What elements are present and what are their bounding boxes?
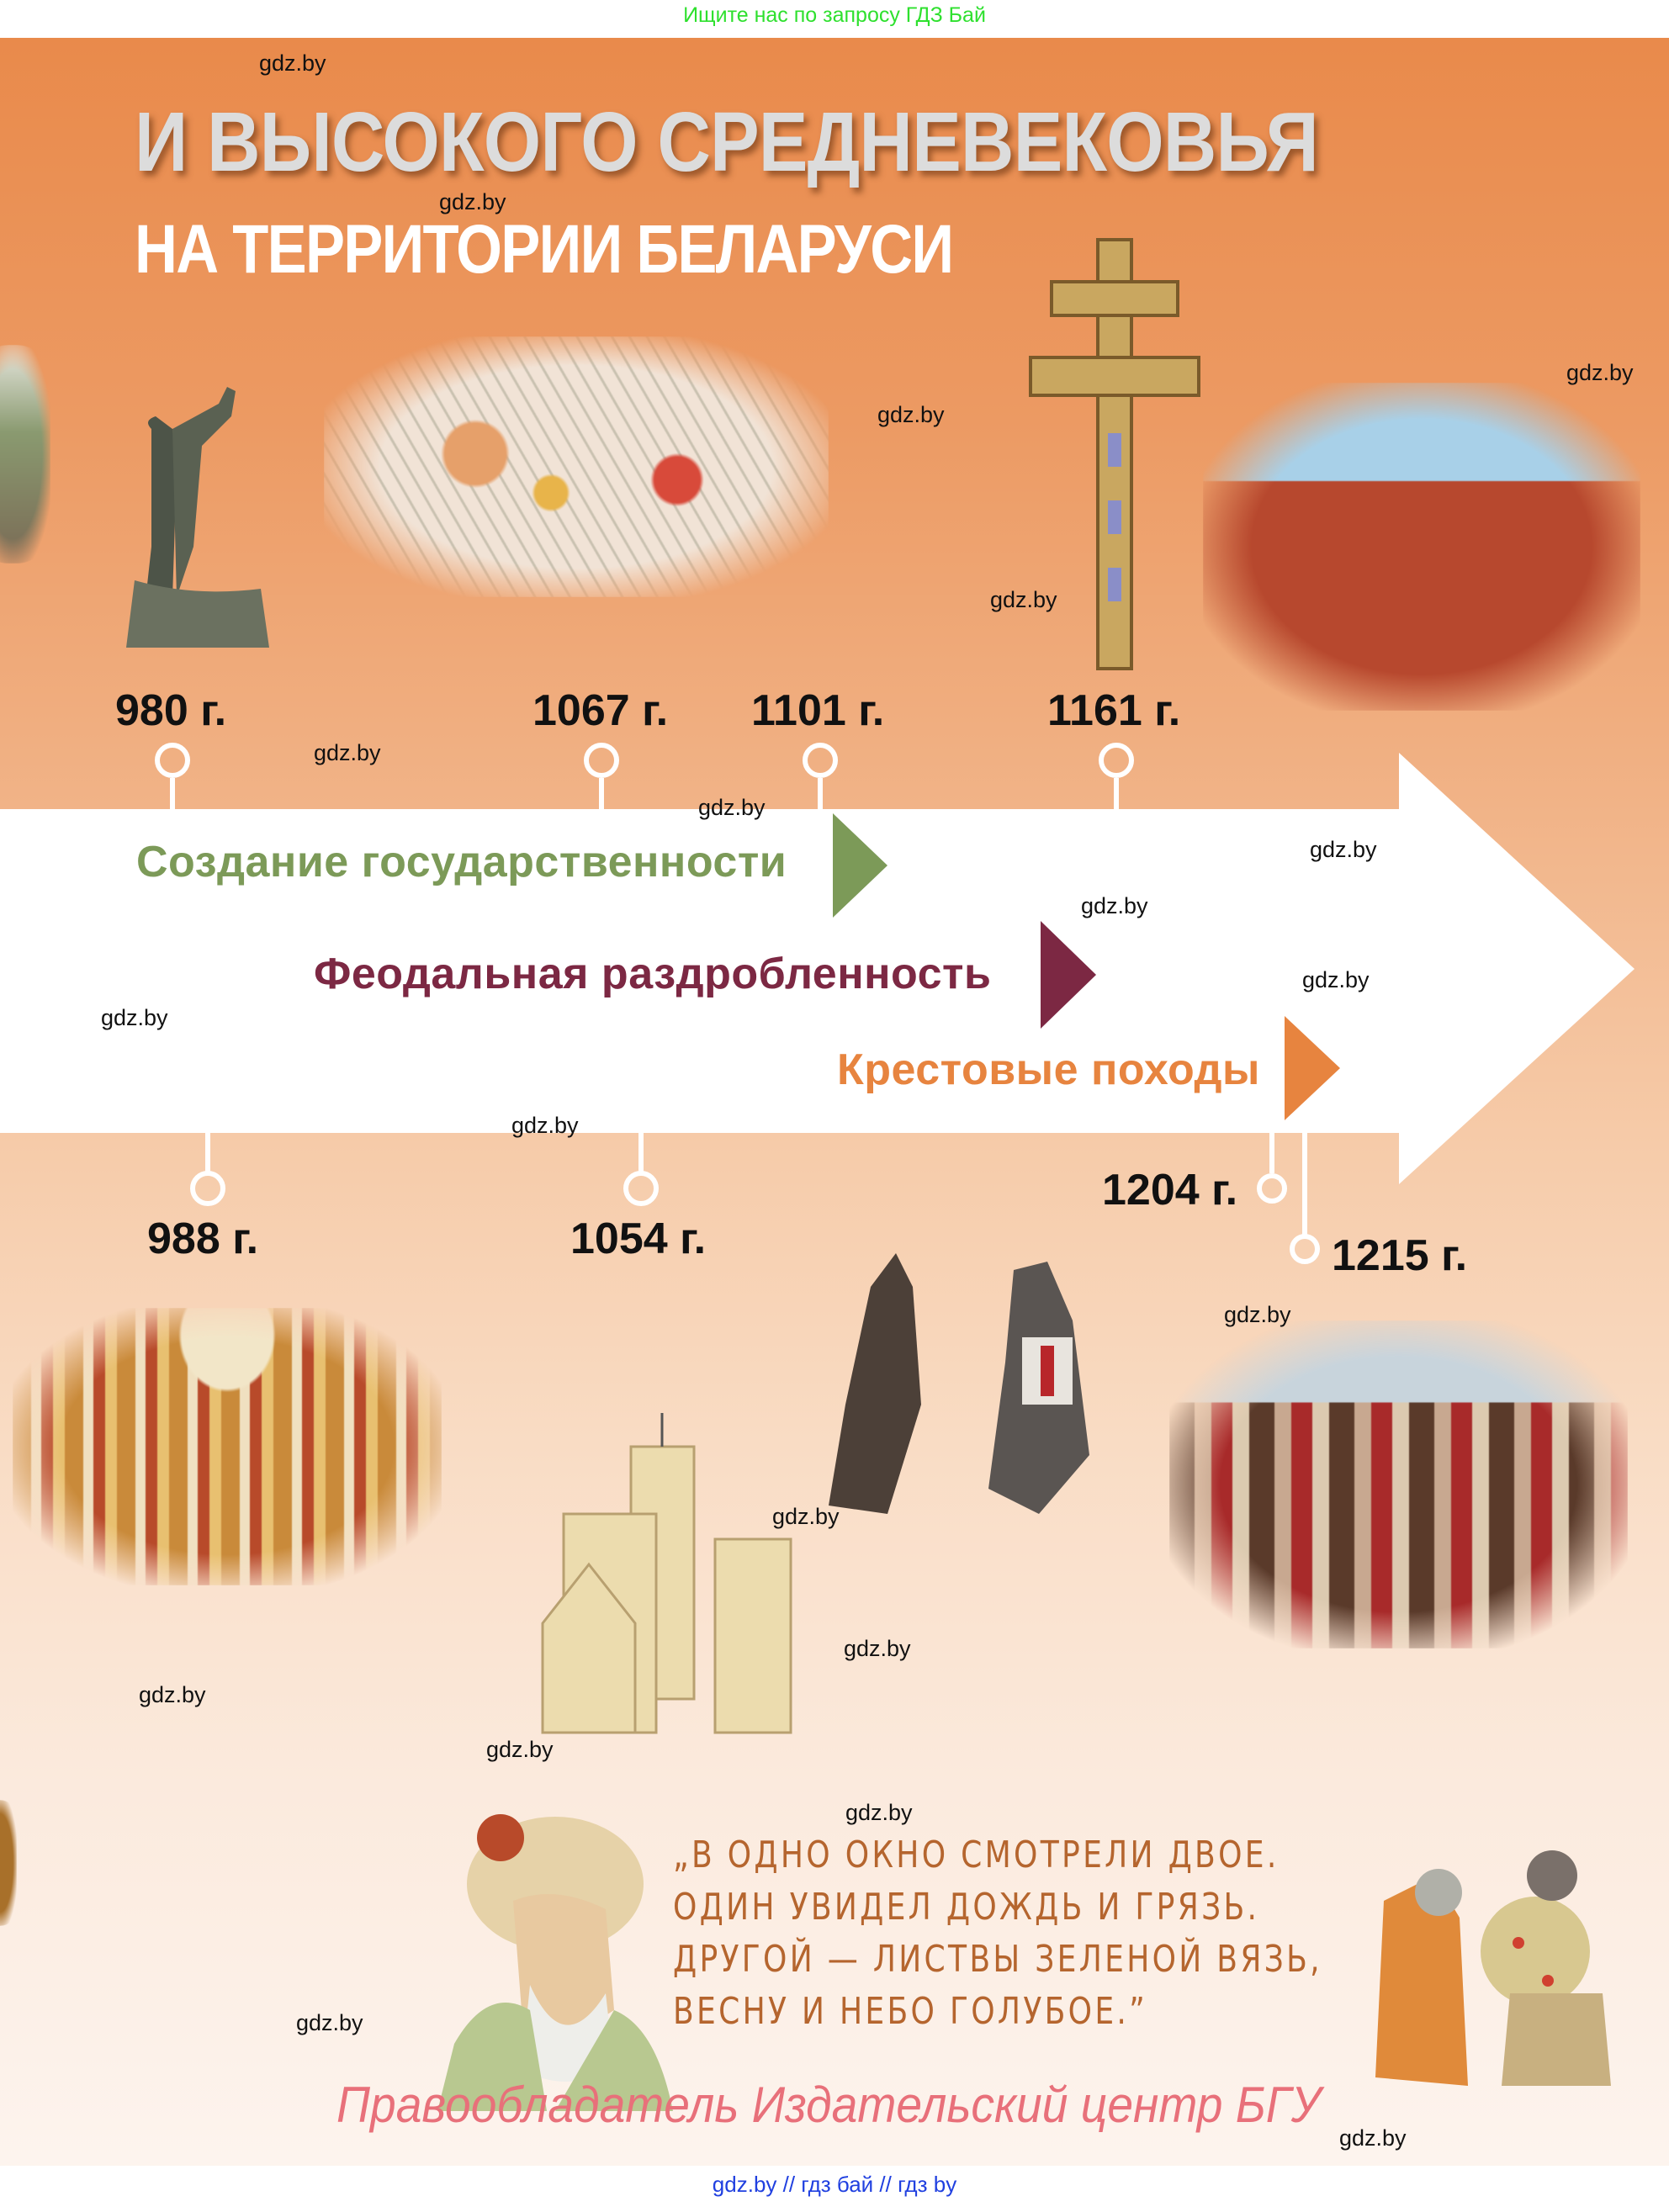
timeline-arrow-body <box>0 809 1399 1133</box>
warriors-miniature-image <box>1350 1825 1628 2103</box>
timeline-stem <box>205 1133 210 1173</box>
date-1101: 1101 г. <box>751 686 885 735</box>
watermark: gdz.by <box>1224 1302 1291 1327</box>
period-crusades-arrow-icon <box>1285 1016 1340 1120</box>
watermark: gdz.by <box>1310 837 1377 862</box>
date-1215: 1215 г. <box>1332 1231 1468 1280</box>
period-crusades: Крестовые походы <box>837 1045 1260 1094</box>
timeline-stem <box>599 778 604 812</box>
watermark: gdz.by <box>844 1636 911 1661</box>
watermark: gdz.by <box>698 795 766 820</box>
watermark: gdz.by <box>296 2010 363 2035</box>
page-title-line2: НА ТЕРРИТОРИИ БЕЛАРУСИ <box>135 211 954 288</box>
quote-line: ВЕСНУ И НЕБО ГОЛУБОЕ.” <box>673 1990 1148 2033</box>
baptism-fresco-image <box>13 1308 442 1585</box>
timeline-stem <box>818 778 823 812</box>
date-980: 980 г. <box>115 686 227 735</box>
castle-image <box>538 1413 824 1749</box>
watermark: gdz.by <box>772 1504 840 1529</box>
period-statehood-arrow-icon <box>833 813 887 918</box>
period-statehood: Создание государственности <box>136 838 787 886</box>
search-hint: Ищите нас по запросу ГДЗ Бай <box>683 3 986 27</box>
timeline-node[interactable] <box>803 743 838 778</box>
omar-khayyam-portrait-image <box>421 1791 681 2111</box>
watermark: gdz.by <box>1302 967 1370 992</box>
watermark: gdz.by <box>1566 360 1634 385</box>
kalozha-church-image <box>1203 383 1640 711</box>
timeline-node[interactable] <box>1099 743 1134 778</box>
timeline-stem <box>1114 778 1119 812</box>
timeline-node[interactable] <box>155 743 190 778</box>
date-1161: 1161 г. <box>1047 686 1181 735</box>
watermark: gdz.by <box>1081 893 1148 918</box>
magna-carta-signing-image <box>1169 1320 1628 1648</box>
quote-line: ДРУГОЙ — ЛИСТВЫ ЗЕЛЕНОЙ ВЯЗЬ, <box>673 1938 1322 1981</box>
footer-links[interactable]: gdz.by // гдз бай // гдз by <box>712 2172 957 2197</box>
watermark: gdz.by <box>1339 2125 1407 2151</box>
timeline-stem <box>638 1133 644 1173</box>
city-image-partial <box>0 345 50 564</box>
timeline-stem <box>1269 1133 1274 1173</box>
watermark: gdz.by <box>439 189 506 214</box>
period-feudal-arrow-icon <box>1041 921 1096 1029</box>
quote-line: „В ОДНО ОКНО СМОТРЕЛИ ДВОЕ. <box>673 1834 1280 1876</box>
date-1067: 1067 г. <box>532 686 669 735</box>
timeline-arrow-head <box>1399 753 1635 1184</box>
knights-image <box>820 1236 1174 1531</box>
partial-left-image <box>0 1800 17 1926</box>
watermark: gdz.by <box>139 1682 206 1707</box>
timeline-node[interactable] <box>623 1171 659 1206</box>
bottom-banner <box>0 2166 1669 2212</box>
cross-of-euphrosyne-image <box>1014 231 1216 677</box>
quote-line: ОДИН УВИДЕЛ ДОЖДЬ И ГРЯЗЬ. <box>673 1886 1260 1929</box>
timeline-stem <box>170 778 175 812</box>
watermark: gdz.by <box>101 1005 168 1030</box>
date-1204: 1204 г. <box>1102 1166 1238 1214</box>
page-title-line1: И ВЫСОКОГО СРЕДНЕВЕКОВЬЯ <box>135 95 1319 189</box>
timeline-node[interactable] <box>1290 1234 1320 1264</box>
watermark: gdz.by <box>259 50 326 76</box>
statue-image <box>93 378 286 656</box>
timeline-node[interactable] <box>190 1171 225 1206</box>
watermark: gdz.by <box>845 1800 913 1825</box>
watermark: gdz.by <box>486 1737 554 1762</box>
watermark: gdz.by <box>877 402 945 427</box>
watermark: gdz.by <box>511 1113 579 1138</box>
copyright-notice: Правообладатель Издательский центр БГУ <box>336 2077 1322 2133</box>
date-1054: 1054 г. <box>570 1214 707 1263</box>
watermark: gdz.by <box>990 587 1057 612</box>
date-988: 988 г. <box>147 1214 259 1263</box>
watermark: gdz.by <box>314 740 381 765</box>
timeline-node[interactable] <box>584 743 619 778</box>
quote-block: „В ОДНО ОКНО СМОТРЕЛИ ДВОЕ. ОДИН УВИДЕЛ … <box>673 1829 1322 2038</box>
battle-miniature-image <box>324 336 829 597</box>
period-feudal-fragmentation: Феодальная раздробленность <box>314 950 992 998</box>
top-banner <box>0 0 1669 38</box>
timeline-stem <box>1302 1133 1307 1236</box>
timeline-node[interactable] <box>1257 1173 1287 1204</box>
